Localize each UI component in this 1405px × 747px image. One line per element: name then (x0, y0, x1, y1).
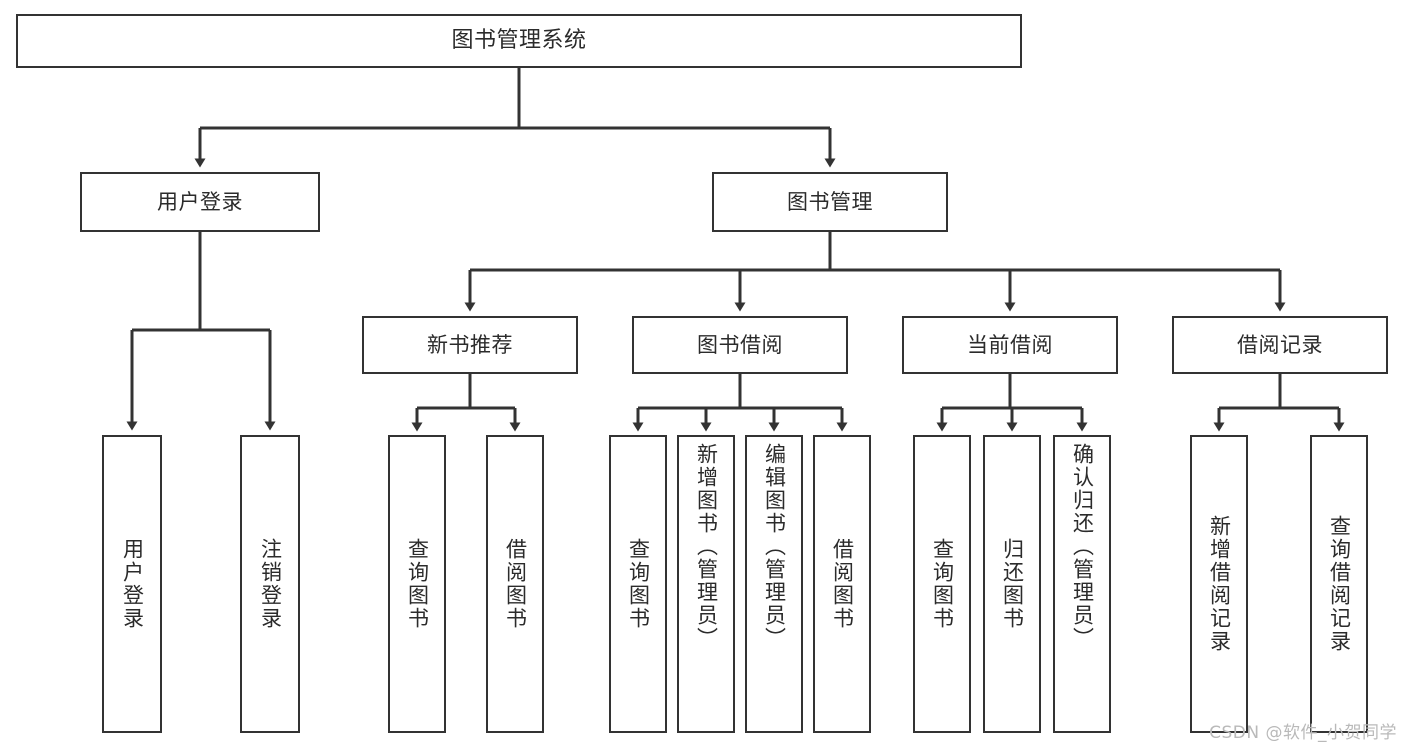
node-leaf-user-logout-label: 注销登录 (258, 538, 283, 630)
node-leaf-query-book-2[interactable]: 查询图书 (609, 435, 667, 733)
node-book-manage-label: 图书管理 (787, 189, 873, 214)
watermark: CSDN @软件_小贺同学 (1209, 723, 1397, 743)
node-book-manage[interactable]: 图书管理 (712, 172, 948, 232)
node-leaf-edit-book-label: 编辑图书（管理员） (762, 443, 787, 650)
node-leaf-borrow-book-1-label: 借阅图书 (503, 538, 528, 630)
node-current-borrow[interactable]: 当前借阅 (902, 316, 1118, 374)
node-leaf-add-book[interactable]: 新增图书（管理员） (677, 435, 735, 733)
node-leaf-query-book-3[interactable]: 查询图书 (913, 435, 971, 733)
node-leaf-query-book-1[interactable]: 查询图书 (388, 435, 446, 733)
node-current-borrow-label: 当前借阅 (967, 332, 1053, 357)
node-leaf-edit-book[interactable]: 编辑图书（管理员） (745, 435, 803, 733)
node-leaf-user-logout[interactable]: 注销登录 (240, 435, 300, 733)
node-leaf-query-borrow-record-label: 查询借阅记录 (1327, 515, 1352, 653)
node-root[interactable]: 图书管理系统 (16, 14, 1022, 68)
node-leaf-borrow-book-2[interactable]: 借阅图书 (813, 435, 871, 733)
node-new-book-recommend[interactable]: 新书推荐 (362, 316, 578, 374)
node-new-book-recommend-label: 新书推荐 (427, 332, 513, 357)
node-leaf-confirm-return[interactable]: 确认归还（管理员） (1053, 435, 1111, 733)
node-leaf-add-book-label: 新增图书（管理员） (694, 443, 719, 650)
node-leaf-confirm-return-label: 确认归还（管理员） (1070, 443, 1095, 650)
node-leaf-add-borrow-record[interactable]: 新增借阅记录 (1190, 435, 1248, 733)
node-leaf-add-borrow-record-label: 新增借阅记录 (1207, 515, 1232, 653)
node-root-label: 图书管理系统 (451, 28, 587, 54)
node-leaf-query-book-1-label: 查询图书 (405, 538, 430, 630)
node-user-login[interactable]: 用户登录 (80, 172, 320, 232)
node-leaf-return-book-label: 归还图书 (1000, 538, 1025, 630)
node-leaf-borrow-book-2-label: 借阅图书 (830, 538, 855, 630)
node-leaf-return-book[interactable]: 归还图书 (983, 435, 1041, 733)
node-user-login-label: 用户登录 (157, 189, 243, 214)
node-borrow-record[interactable]: 借阅记录 (1172, 316, 1388, 374)
node-leaf-query-book-3-label: 查询图书 (930, 538, 955, 630)
node-leaf-user-login-label: 用户登录 (120, 538, 145, 630)
node-book-borrow[interactable]: 图书借阅 (632, 316, 848, 374)
node-leaf-user-login[interactable]: 用户登录 (102, 435, 162, 733)
node-borrow-record-label: 借阅记录 (1237, 332, 1323, 357)
node-leaf-query-book-2-label: 查询图书 (626, 538, 651, 630)
node-leaf-query-borrow-record[interactable]: 查询借阅记录 (1310, 435, 1368, 733)
node-leaf-borrow-book-1[interactable]: 借阅图书 (486, 435, 544, 733)
node-book-borrow-label: 图书借阅 (697, 332, 783, 357)
